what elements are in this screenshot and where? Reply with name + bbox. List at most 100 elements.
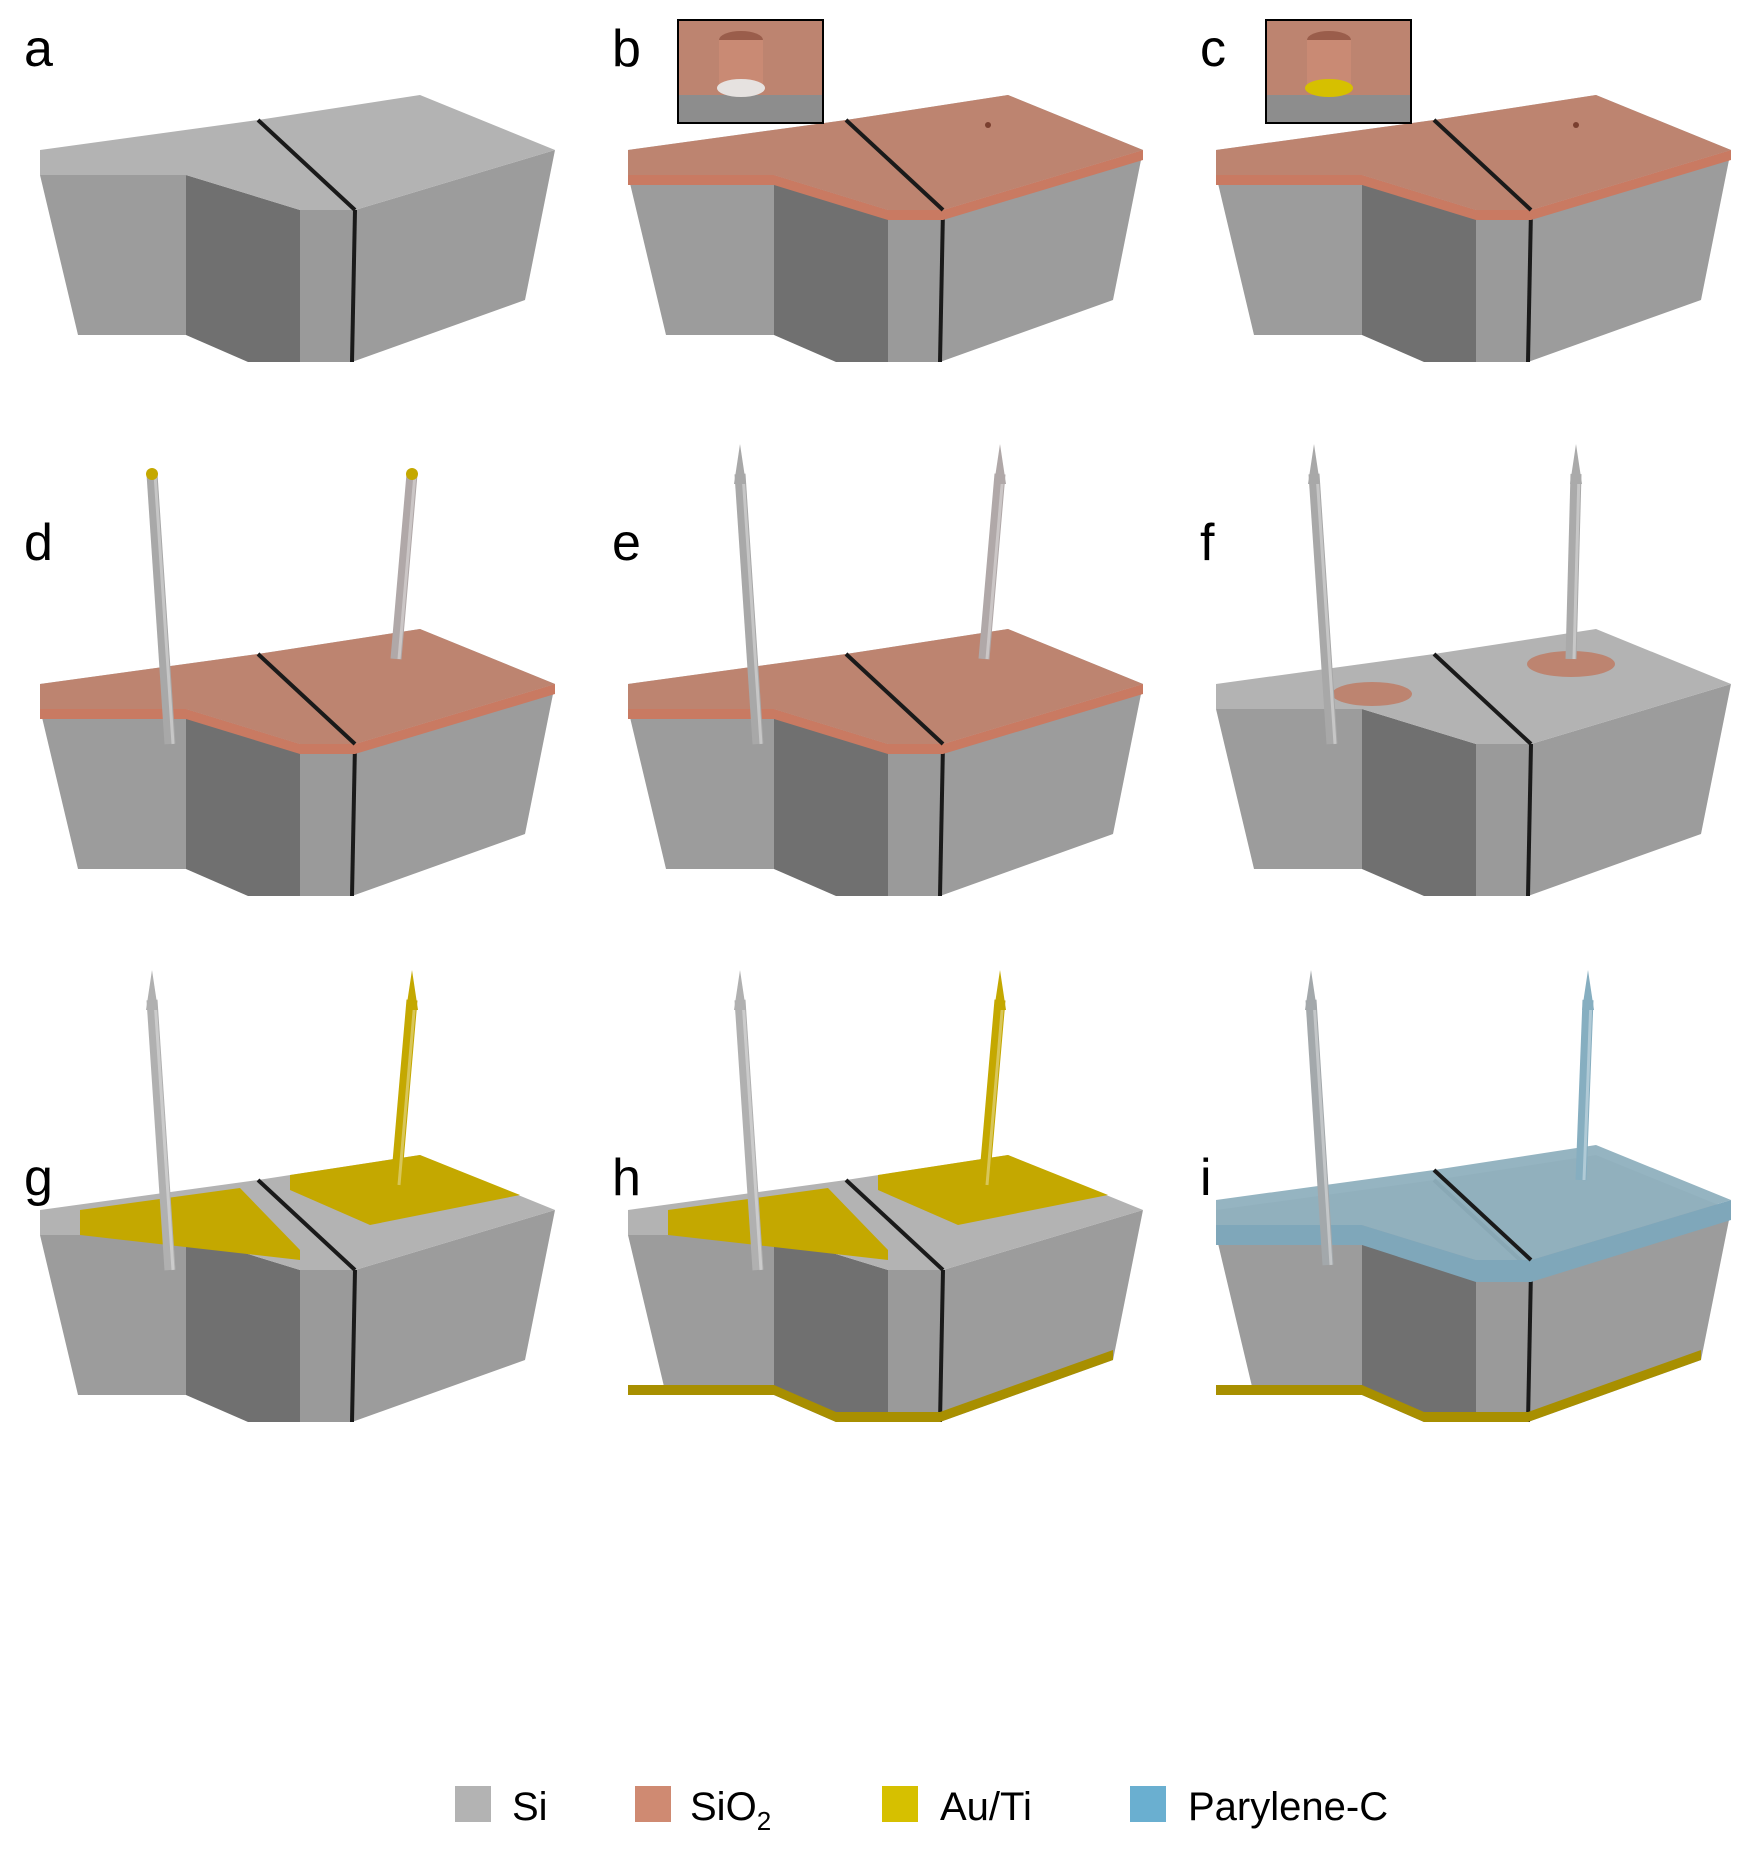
parylene-layer-top <box>1216 1145 1731 1260</box>
backside-auti <box>628 1350 1113 1422</box>
needle-left-tip <box>1305 970 1317 1010</box>
si-left-front-face <box>40 175 186 335</box>
needle-right-tip <box>994 444 1006 484</box>
saw-cut-front <box>1526 1269 1533 1423</box>
process-block-f <box>1216 444 1731 897</box>
si-center-face <box>888 210 943 362</box>
auti-pad-left-top <box>80 1188 300 1260</box>
inset-si <box>679 95 822 122</box>
needle-right-highlight <box>985 999 1005 1186</box>
needle-right-tip <box>994 970 1006 1010</box>
panel-label-b: b <box>612 20 641 78</box>
saw-cut-front <box>1526 209 1533 363</box>
si-right-front-face <box>940 1210 1143 1422</box>
si-recess-face <box>186 709 300 896</box>
si-center-face <box>300 744 355 896</box>
si-right-front-face <box>352 1210 555 1422</box>
legend-swatch-sio2 <box>635 1786 671 1822</box>
saw-cut-top <box>1432 652 1533 746</box>
si-center-face <box>888 1270 943 1422</box>
needle-left-tip <box>146 970 158 1010</box>
needle-left-tip <box>734 444 746 484</box>
needle-left-shaft <box>734 999 764 1271</box>
sio2-layer-edge-3 <box>40 684 555 754</box>
needle-left-shaft <box>1305 999 1334 1266</box>
si-left-front-face <box>1216 1235 1362 1395</box>
sio2-layer-top-4 <box>628 629 1143 744</box>
saw-cut-top-over <box>1432 118 1533 212</box>
needle-left-highlight <box>741 473 763 745</box>
needle-right-shaft <box>390 999 418 1186</box>
auti-pad-right-top <box>290 1155 520 1225</box>
si-top-surface <box>40 95 555 210</box>
si-right-front-face <box>352 150 555 362</box>
si-recess-face <box>186 175 300 362</box>
si-recess-face <box>774 1235 888 1422</box>
saw-cut-front <box>1526 743 1533 897</box>
legend-swatch-si <box>455 1786 491 1822</box>
legend-swatch-parylene <box>1130 1786 1166 1822</box>
legend-label-sio2-sub: 2 <box>757 1806 771 1836</box>
legend-label-sio2-main: SiO <box>690 1785 757 1829</box>
saw-cut-front <box>350 209 357 363</box>
legend: Si SiO2 Au/Ti Parylene-C <box>455 1785 1388 1836</box>
saw-cut-front <box>938 743 945 897</box>
inset-view-b <box>677 19 824 124</box>
inset-hole-wall <box>719 40 763 85</box>
needle-right-shaft <box>978 999 1006 1186</box>
legend-swatch-auti <box>882 1786 918 1822</box>
saw-cut-top <box>256 1178 357 1272</box>
sio2-pad-left <box>1332 682 1412 706</box>
needle-right-highlight <box>1582 999 1593 1181</box>
inset-hole-bottom <box>717 79 765 97</box>
si-left-front-face <box>40 709 186 869</box>
si-left-front-face <box>1216 175 1362 335</box>
needle-left-shaft <box>1308 473 1338 745</box>
sio2-layer-edge-2 <box>1216 150 1731 220</box>
si-left-front-face <box>628 175 774 335</box>
si-center-face <box>888 744 943 896</box>
sio2-pad-right <box>1527 651 1615 677</box>
sio2-layer-top-3 <box>40 629 555 744</box>
saw-cut-top <box>256 118 357 212</box>
si-left-front-face <box>628 1235 774 1395</box>
si-recess-face <box>774 709 888 896</box>
needle-left-highlight <box>1312 999 1333 1266</box>
panel-label-h: h <box>612 1149 641 1207</box>
inset-view-c <box>1265 19 1412 124</box>
needle-left-highlight <box>1315 473 1337 745</box>
si-center-face <box>300 1270 355 1422</box>
sio2-layer-top-2 <box>1216 95 1731 210</box>
needle-right-tip <box>406 970 418 1010</box>
saw-cut-top-over <box>844 118 945 212</box>
inset-hole-bottom <box>1305 79 1353 97</box>
sio2-layer-edge-1 <box>628 150 1143 220</box>
backside-auti <box>1216 1350 1701 1422</box>
needle-left-shaft <box>146 999 176 1271</box>
needle-left-highlight <box>741 999 763 1271</box>
process-block-i <box>1216 970 1731 1423</box>
process-block-e <box>628 444 1143 897</box>
legend-label-si: Si <box>512 1785 548 1829</box>
legend-label-auti: Au/Ti <box>940 1785 1032 1829</box>
panel-label-e: e <box>612 514 641 572</box>
process-block-g <box>40 970 555 1423</box>
saw-cut-front <box>350 743 357 897</box>
legend-label-parylene: Parylene-C <box>1188 1785 1388 1829</box>
parylene-layer-edge <box>1216 1200 1731 1282</box>
saw-cut-front <box>350 1269 357 1423</box>
si-right-front-face <box>1528 684 1731 896</box>
needle-left-highlight <box>153 999 175 1271</box>
process-block-d <box>40 468 555 897</box>
process-block-h <box>628 970 1143 1423</box>
si-center-face <box>1476 744 1531 896</box>
auti-pad-right-top <box>878 1155 1108 1225</box>
si-center-face <box>1476 210 1531 362</box>
inset-si <box>1267 95 1410 122</box>
si-recess-face <box>774 175 888 362</box>
saw-cut-top-over <box>256 652 357 746</box>
auti-pad-left-top <box>668 1188 888 1260</box>
needle-right-tip <box>1582 970 1594 1010</box>
via-hole <box>985 122 991 128</box>
